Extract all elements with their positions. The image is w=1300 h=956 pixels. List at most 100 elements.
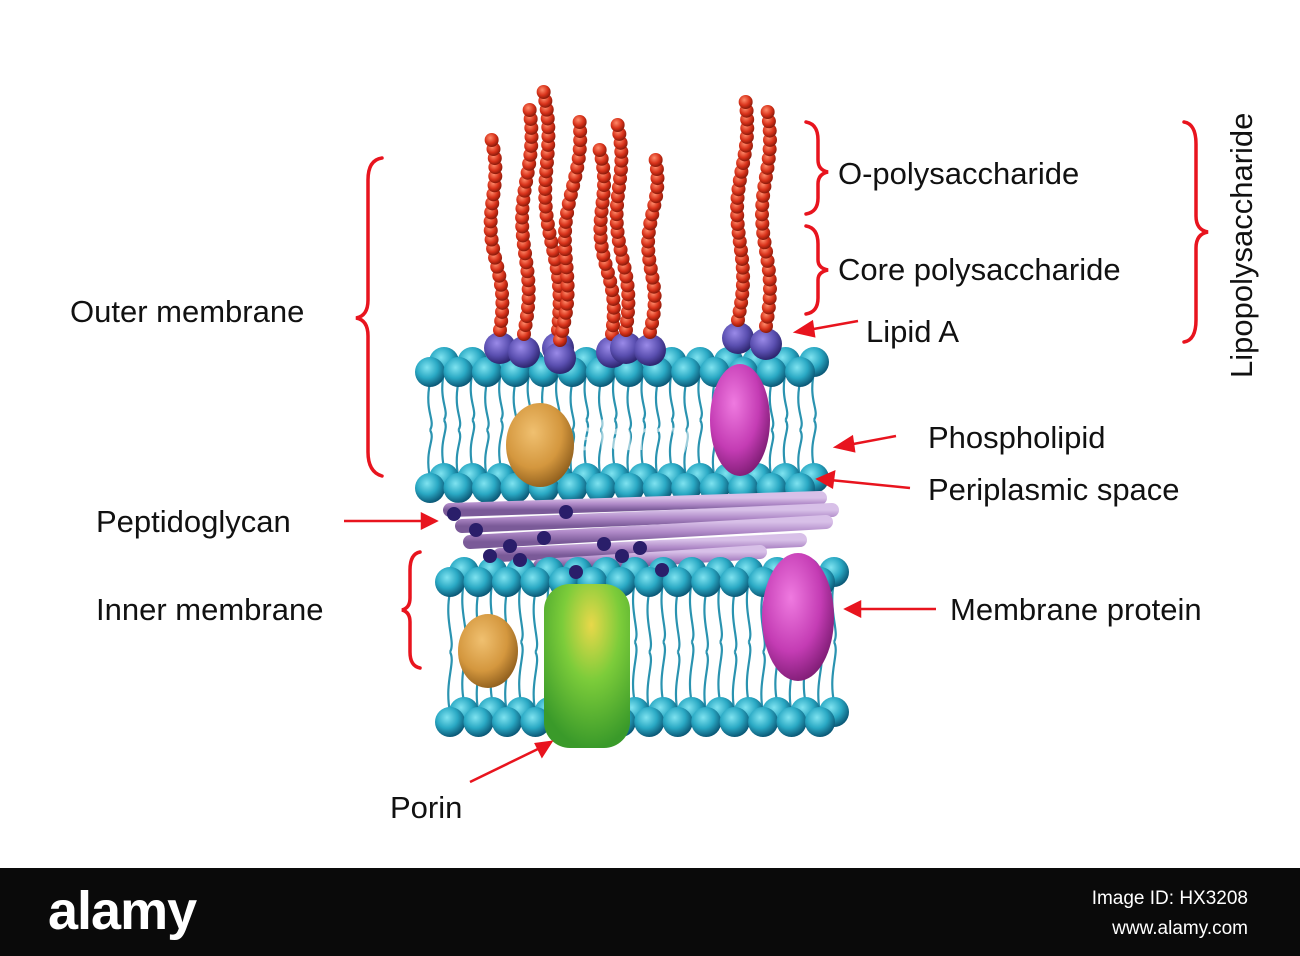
crosslink-dot: [633, 541, 647, 555]
lipid-tail: [703, 591, 709, 713]
lipopolysaccharide-chains: [483, 85, 782, 374]
lipid-a-head: [634, 334, 666, 366]
lipid-tail: [484, 381, 490, 479]
outer-membrane-label: Outer membrane: [70, 294, 305, 329]
phospholipid-head: [719, 707, 750, 737]
phospholipid-head: [776, 707, 807, 737]
lipid-tail: [745, 581, 752, 703]
lipid-tail: [717, 581, 723, 703]
lipid-a-head: [610, 332, 642, 364]
periplasmic-space-arrow: [815, 469, 911, 490]
peptidoglycan-arrow: [344, 511, 439, 531]
crosslink-dot: [513, 553, 527, 567]
porin-label: Porin: [390, 790, 463, 825]
lipid-tail: [782, 371, 789, 469]
inner-membrane-label: Inner membrane: [96, 592, 324, 627]
site-url-text: www.alamy.com: [1112, 918, 1248, 939]
crosslink-dot: [559, 505, 573, 519]
phospholipid-arrow: [832, 434, 897, 453]
lipid-tail: [518, 581, 524, 703]
crosslink-dot: [615, 549, 629, 563]
phospholipid-head: [634, 707, 665, 737]
lipid-tail: [797, 381, 803, 479]
sugar-bead: [484, 133, 499, 147]
sugar-bead: [648, 153, 663, 167]
lipopolysaccharide-bracket: [1182, 120, 1209, 344]
lipid-tail: [597, 381, 604, 479]
lipid-tail: [441, 371, 447, 469]
lipid-a-head: [750, 328, 782, 360]
phospholipid-head: [691, 707, 722, 737]
phospholipid-head: [748, 707, 779, 737]
phospholipid-head: [520, 707, 551, 737]
sugar-bead: [610, 118, 625, 132]
crosslink-dot: [537, 531, 551, 545]
lipid-a-head: [508, 336, 540, 368]
phospholipid-head: [471, 357, 502, 387]
phospholipid-head: [662, 567, 693, 597]
phospholipid-head: [435, 567, 465, 597]
phospholipid-head: [415, 473, 445, 503]
phospholipid-head: [805, 707, 835, 737]
lipid-a-arrow: [792, 319, 859, 338]
outer-membrane-bracket: [355, 156, 384, 478]
crosslink-dot: [569, 565, 583, 579]
lipid-tail: [811, 371, 817, 469]
lipid-tail: [683, 381, 689, 479]
lipid-tail: [532, 591, 539, 713]
phospholipid-head: [463, 567, 494, 597]
phospholipid-head: [614, 473, 645, 503]
inner-membrane-bracket: [401, 550, 422, 670]
o-polysaccharide-label: O-polysaccharide: [838, 156, 1080, 191]
lipid-a-head: [544, 342, 576, 374]
sugar-bead: [572, 115, 587, 129]
crosslink-dot: [655, 563, 669, 577]
stock-footer: alamy Image ID: HX3208 www.alamy.com: [0, 868, 1300, 956]
cell-envelope-diagram: [344, 85, 1209, 784]
lipid-a-head: [722, 322, 754, 354]
phospholipid-head: [435, 707, 465, 737]
sugar-bead: [536, 85, 551, 99]
lipid-tail: [455, 381, 462, 479]
periplasmic-space-label: Periplasmic space: [928, 472, 1180, 507]
phospholipid-head: [662, 707, 693, 737]
outer-orange-protein: [506, 403, 574, 487]
lipid-tail: [631, 581, 638, 703]
lipid-tail: [674, 591, 681, 713]
phospholipid-head: [642, 473, 673, 503]
phospholipid-head: [719, 567, 750, 597]
lipid-tail: [654, 381, 661, 479]
crosslink-dot: [447, 507, 461, 521]
core-polysaccharide-bracket: [804, 224, 829, 316]
brackets: [355, 120, 1209, 670]
sugar-bead: [738, 95, 753, 109]
sugar-bead: [760, 105, 775, 119]
phospholipid-head: [785, 357, 815, 387]
membrane-protein-shape: [762, 553, 834, 681]
membrane-protein-label: Membrane protein: [950, 592, 1202, 627]
phospholipid-head: [471, 473, 502, 503]
image-id-text: Image ID: HX3208: [1091, 888, 1248, 909]
phospholipid-head: [463, 707, 494, 737]
lipid-tail: [447, 591, 453, 713]
o-polysaccharide-bracket: [804, 120, 829, 216]
phospholipid-head: [585, 473, 616, 503]
outer-membrane-protein: [710, 364, 770, 476]
lipid-tail: [831, 581, 837, 703]
peptidoglycan-label: Peptidoglycan: [96, 504, 291, 539]
peptidoglycan-strand: [443, 491, 827, 517]
crosslink-dot: [597, 537, 611, 551]
lipid-tail: [469, 371, 476, 469]
lipid-a-label: Lipid A: [866, 314, 960, 349]
sugar-bead: [592, 143, 607, 157]
lipid-tail: [697, 371, 703, 469]
phospholipid-head: [491, 707, 522, 737]
peptidoglycan-strand: [493, 533, 807, 562]
arrows: [344, 319, 936, 784]
lipid-tail: [688, 581, 695, 703]
lipid-tail: [768, 381, 775, 479]
watermark: alamy: [575, 412, 695, 459]
sugar-bead: [522, 103, 537, 117]
crosslink-dot: [469, 523, 483, 537]
porin-arrow: [469, 740, 554, 784]
